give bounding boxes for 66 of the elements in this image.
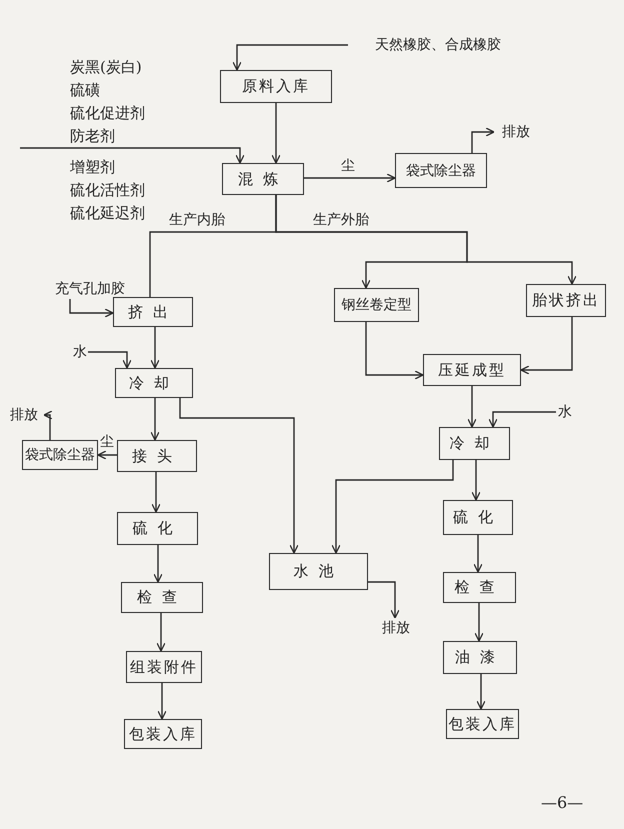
additive-label: 硫化活性剂 xyxy=(70,181,145,200)
process-box: 钢丝卷定型 xyxy=(334,288,419,322)
arrow xyxy=(471,460,481,501)
flow-label: 排放 xyxy=(376,618,416,638)
arrow xyxy=(232,44,348,71)
process-box: 硫化 xyxy=(443,500,513,535)
edge-label: 生产外胎 xyxy=(312,212,370,228)
additive-label: 硫磺 xyxy=(70,81,100,100)
flow-label: 排放 xyxy=(4,405,44,425)
process-box: 油漆 xyxy=(443,641,517,674)
arrow xyxy=(368,581,400,619)
edge-label: 尘 xyxy=(99,434,115,450)
arrow xyxy=(473,535,483,573)
process-box: 压延成型 xyxy=(423,354,521,386)
arrow xyxy=(474,603,484,642)
arrow xyxy=(180,147,245,164)
process-box: 组装附件 xyxy=(126,651,202,683)
arrow xyxy=(97,450,117,460)
arrow xyxy=(488,411,556,428)
arrow xyxy=(43,410,53,440)
edge-label: 尘 xyxy=(340,158,356,174)
page-number: —6— xyxy=(540,795,584,811)
process-box: 袋式除尘器 xyxy=(22,440,98,470)
additive-label: 炭黑(炭白) xyxy=(70,58,142,77)
arrow xyxy=(467,386,477,428)
arrow xyxy=(520,317,573,375)
edge-label: 生产内胎 xyxy=(168,212,226,228)
process-box: 包装入库 xyxy=(124,719,202,749)
process-box: 冷却 xyxy=(439,427,510,460)
flow-label: 水 xyxy=(556,403,574,421)
process-box: 混炼 xyxy=(222,163,304,195)
arrow xyxy=(150,398,160,441)
arrow xyxy=(476,674,486,710)
additive-label: 硫化延迟剂 xyxy=(70,204,145,223)
process-box: 挤出 xyxy=(113,297,193,327)
flow-label: 排放 xyxy=(494,122,538,142)
process-box: 检查 xyxy=(121,582,203,613)
process-box: 硫化 xyxy=(117,512,198,545)
flow-label: 天然橡胶、合成橡胶 xyxy=(348,34,528,56)
process-box: 检查 xyxy=(443,572,516,603)
arrow xyxy=(179,398,299,554)
arrow xyxy=(304,173,396,183)
arrow xyxy=(69,299,114,318)
arrow xyxy=(153,545,163,583)
arrow xyxy=(331,460,454,554)
process-box: 原料入库 xyxy=(220,70,332,103)
additive-label: 硫化促进剂 xyxy=(70,104,145,123)
arrow xyxy=(365,322,424,380)
process-box: 水池 xyxy=(269,553,368,590)
arrow xyxy=(271,103,281,164)
arrow xyxy=(157,683,167,720)
process-box: 包装入库 xyxy=(446,709,519,739)
arrow xyxy=(150,327,160,369)
flow-label: 水 xyxy=(72,343,88,361)
process-box: 冷却 xyxy=(115,368,193,398)
flow-label: 充气孔加胶 xyxy=(45,279,135,299)
arrow xyxy=(88,351,132,369)
arrow xyxy=(156,613,166,652)
process-box: 接头 xyxy=(117,440,197,472)
additive-label: 增塑剂 xyxy=(70,158,115,177)
arrow xyxy=(275,195,577,285)
arrow xyxy=(151,472,161,513)
process-box: 袋式除尘器 xyxy=(395,153,487,188)
arrow xyxy=(471,127,495,153)
additive-label: 防老剂 xyxy=(70,127,115,146)
process-box: 胎状挤出 xyxy=(526,284,606,317)
